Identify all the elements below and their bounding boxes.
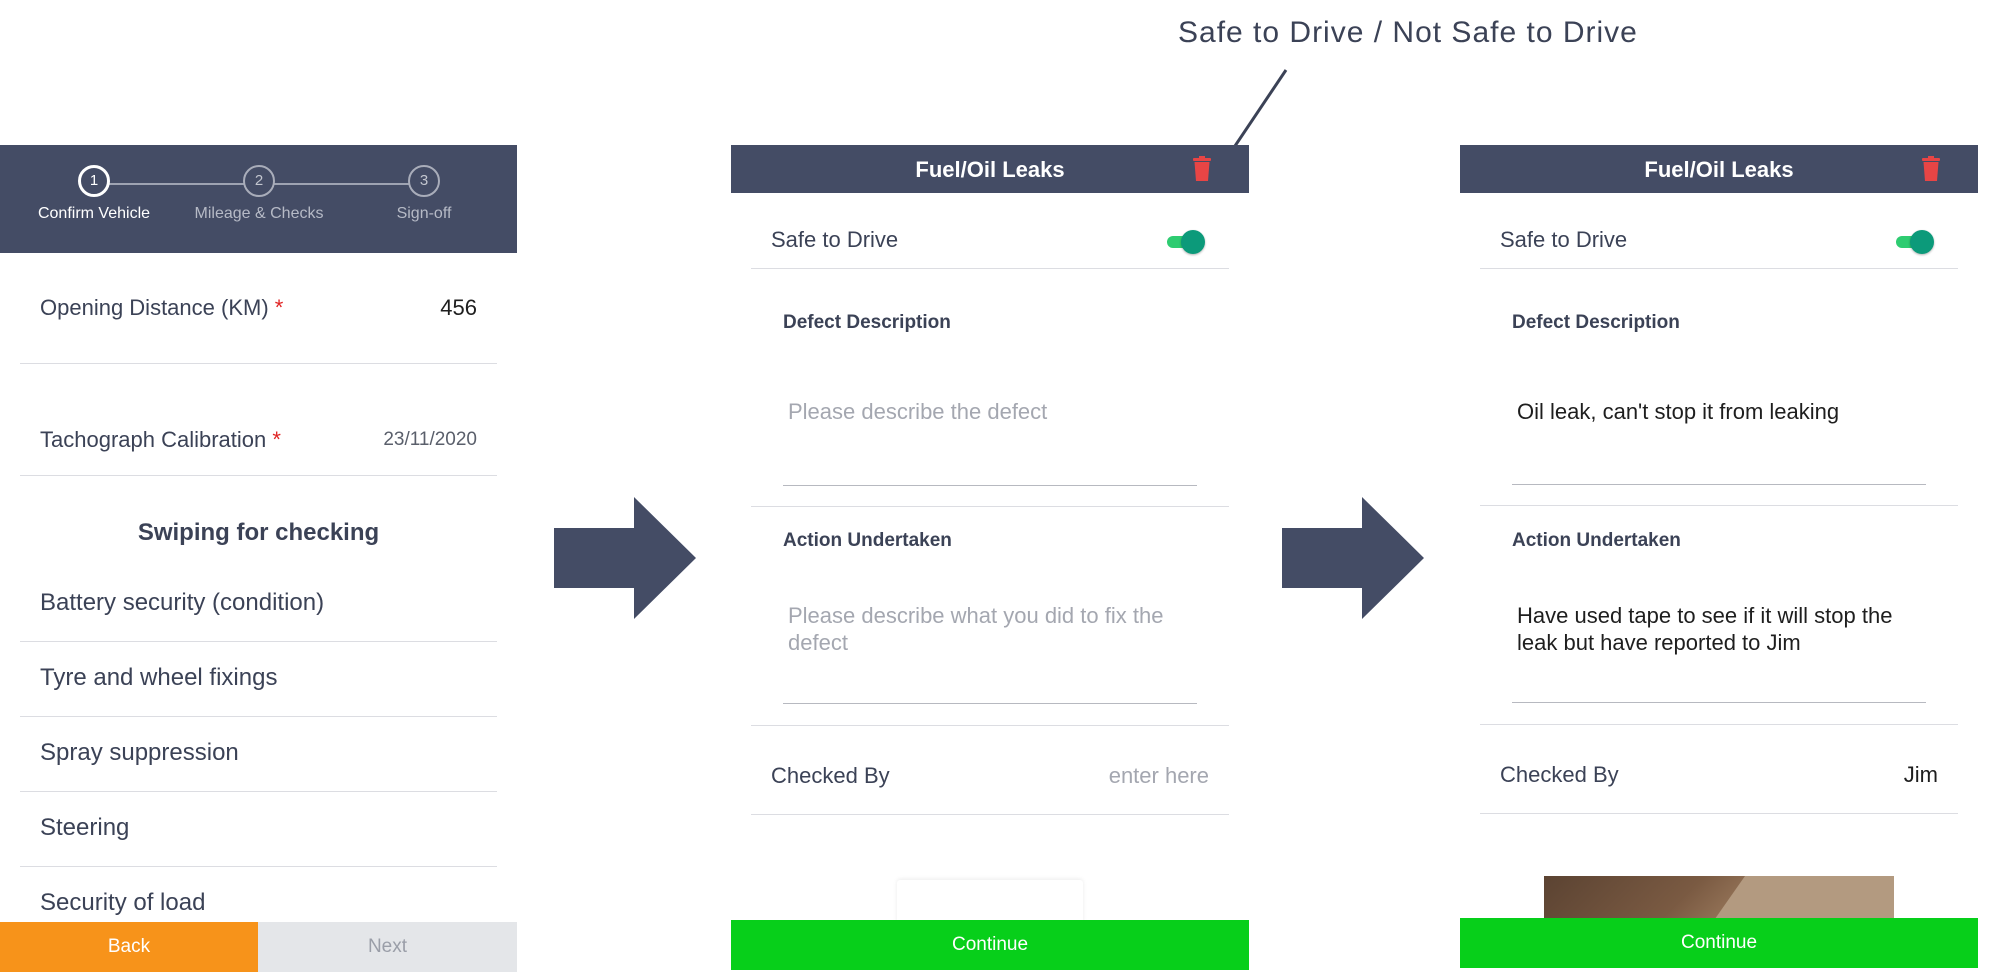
step-number: 3 — [408, 165, 440, 197]
required-marker: * — [272, 427, 281, 452]
back-button[interactable]: Back — [0, 922, 258, 972]
safe-to-drive-label: Safe to Drive — [771, 227, 899, 252]
defect-description-input[interactable]: Please describe the defect — [788, 399, 1048, 424]
continue-button[interactable]: Continue — [1460, 918, 1978, 968]
checked-by-input[interactable]: enter here — [1108, 763, 1209, 788]
action-undertaken-input[interactable]: Please describe what you did to fix the … — [788, 603, 1164, 655]
trash-icon[interactable] — [1193, 156, 1211, 181]
checked-by-label: Checked By — [1500, 762, 1619, 787]
safe-to-drive-row: Safe to Drive — [751, 193, 1229, 269]
action-undertaken-label: Action Undertaken — [783, 530, 952, 551]
check-item[interactable]: Battery security (condition) — [20, 567, 497, 642]
defect-description-input[interactable]: Oil leak, can't stop it from leaking — [1517, 399, 1840, 424]
screen-vehicle-checks: 1 Confirm Vehicle 2 Mileage & Checks 3 S… — [0, 145, 517, 972]
tachograph-value[interactable]: 23/11/2020 — [383, 429, 477, 450]
divider — [751, 725, 1229, 726]
defect-title: Fuel/Oil Leaks — [915, 157, 1065, 182]
input-underline — [1512, 484, 1926, 485]
check-item[interactable]: Security of load — [20, 867, 497, 941]
toggle-knob — [1181, 230, 1205, 254]
check-item-label: Security of load — [40, 889, 206, 916]
defect-title: Fuel/Oil Leaks — [1644, 157, 1794, 182]
check-item-label: Battery security (condition) — [40, 589, 325, 616]
check-item-label: Tyre and wheel fixings — [40, 664, 278, 691]
input-underline — [783, 703, 1197, 704]
step-number: 1 — [78, 165, 110, 197]
screen-defect-empty: Fuel/Oil Leaks Safe to Drive Defect Desc… — [731, 145, 1249, 972]
step-label: Sign-off — [396, 205, 452, 222]
tachograph-label: Tachograph Calibration * — [40, 427, 281, 452]
step-label: Mileage & Checks — [194, 205, 324, 222]
safe-to-drive-row: Safe to Drive — [1480, 193, 1958, 269]
safe-to-drive-label: Safe to Drive — [1500, 227, 1628, 252]
screen-defect-filled: Fuel/Oil Leaks Safe to Drive Defect Desc… — [1460, 145, 1978, 972]
step-confirm-vehicle[interactable]: 1 Confirm Vehicle — [9, 165, 179, 223]
check-item[interactable]: Tyre and wheel fixings — [20, 642, 497, 717]
divider — [1480, 505, 1958, 506]
opening-distance-value[interactable]: 456 — [440, 295, 477, 320]
step-number: 2 — [243, 165, 275, 197]
toggle-knob — [1910, 230, 1934, 254]
divider — [1480, 724, 1958, 725]
divider — [751, 506, 1229, 507]
defect-header: Fuel/Oil Leaks — [1460, 145, 1978, 193]
defect-description-label: Defect Description — [783, 312, 951, 333]
trash-icon[interactable] — [1922, 156, 1940, 181]
safe-to-drive-toggle[interactable] — [1896, 230, 1934, 254]
defect-header: Fuel/Oil Leaks — [731, 145, 1249, 193]
next-button[interactable]: Next — [258, 922, 517, 972]
input-underline — [1512, 702, 1926, 703]
action-undertaken-input[interactable]: Have used tape to see if it will stop th… — [1517, 603, 1893, 655]
check-item-label: Steering — [40, 814, 130, 841]
checked-by-value[interactable]: Jim — [1903, 762, 1938, 787]
flow-arrow — [554, 497, 696, 619]
annotation-callout: Safe to Drive / Not Safe to Drive — [1178, 16, 1638, 49]
stepper-connector — [94, 183, 259, 185]
opening-distance-row[interactable]: Opening Distance (KM) * 456 — [20, 253, 497, 364]
tachograph-row[interactable]: Tachograph Calibration * 23/11/2020 — [20, 363, 497, 476]
checked-by-row[interactable]: Checked By enter here — [751, 726, 1229, 815]
opening-distance-label: Opening Distance (KM) * — [40, 295, 284, 320]
action-undertaken-label: Action Undertaken — [1512, 530, 1681, 551]
checks-title: Swiping for checking — [137, 519, 380, 546]
required-marker: * — [274, 295, 284, 320]
stepper-connector — [259, 183, 424, 185]
check-item[interactable]: Steering — [20, 792, 497, 867]
continue-button[interactable]: Continue — [731, 920, 1249, 970]
check-item-label: Spray suppression — [40, 739, 239, 766]
input-underline — [783, 485, 1197, 486]
photo-card[interactable] — [897, 880, 1083, 925]
defect-description-label: Defect Description — [1512, 312, 1680, 333]
flow-arrow — [1282, 497, 1424, 619]
step-mileage-checks[interactable]: 2 Mileage & Checks — [174, 165, 344, 223]
check-item[interactable]: Spray suppression — [20, 717, 497, 792]
checked-by-label: Checked By — [771, 763, 890, 788]
safe-to-drive-toggle[interactable] — [1167, 230, 1205, 254]
step-label: Confirm Vehicle — [37, 205, 151, 222]
progress-stepper: 1 Confirm Vehicle 2 Mileage & Checks 3 S… — [0, 145, 517, 253]
defect-photo[interactable] — [1544, 876, 1894, 926]
step-sign-off[interactable]: 3 Sign-off — [339, 165, 509, 223]
checked-by-row[interactable]: Checked By Jim — [1480, 725, 1958, 814]
